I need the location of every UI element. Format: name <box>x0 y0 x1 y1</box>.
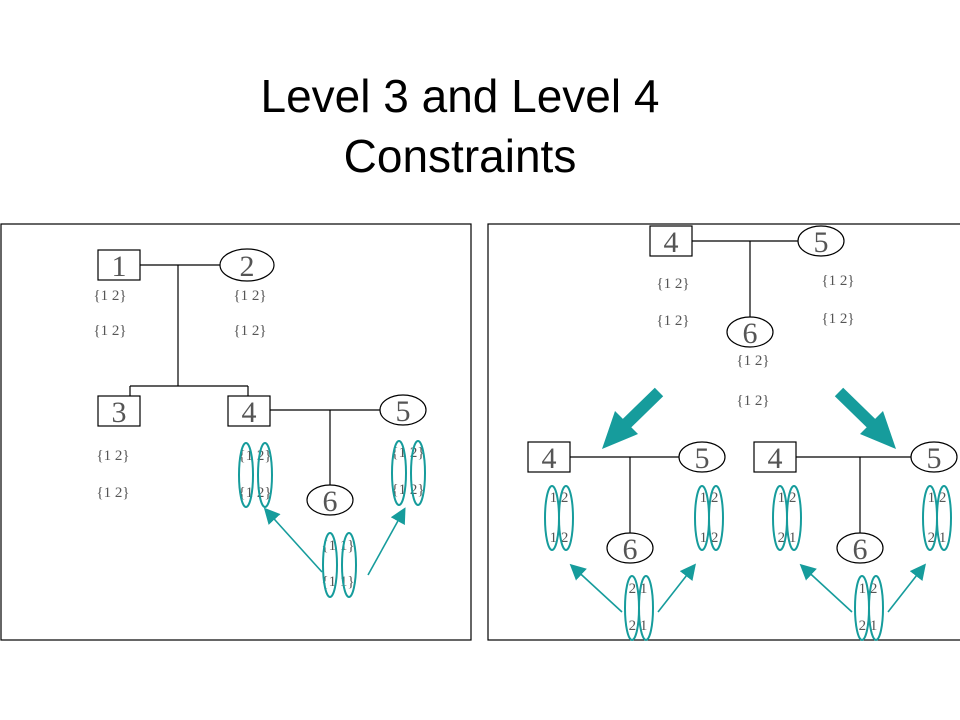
right-branch-node-4-label: 4 <box>768 442 783 475</box>
left-panel: 1 2 3 4 5 6 {1 2} {1 2} {1 2} {1 2} {1 2… <box>0 223 472 641</box>
left-branch-node-4-box <box>527 441 571 473</box>
left-highlights <box>238 440 426 598</box>
right-branch-arrows <box>799 563 926 613</box>
top-node-4-domain-a: {1 2} <box>656 276 689 292</box>
top-node-6-label: 6 <box>743 317 758 350</box>
right-branch-node-6-label: 6 <box>853 533 868 566</box>
left-branch-node-4-value-b: 1 2 <box>550 530 569 546</box>
node-5-label: 5 <box>396 395 411 428</box>
node-4-domain-b: {1 2} <box>238 485 271 501</box>
left-branch-node-5-value-a: 1 2 <box>700 490 719 506</box>
right-branch-node-5-value-b: 2 1 <box>928 530 947 546</box>
node-2-label: 2 <box>240 250 255 283</box>
left-branch-node-5-value-b: 1 2 <box>700 530 719 546</box>
branch-arrows <box>602 387 896 449</box>
right-branch-connectors <box>796 456 912 533</box>
right-branch-node-6-ellipse <box>836 532 884 564</box>
right-panel-frame <box>487 223 960 641</box>
right-branch-node-4-box <box>753 441 797 473</box>
node-5-domain-a: {1 2} <box>391 445 424 461</box>
node-6-label: 6 <box>323 485 338 518</box>
right-panel: 4 5 6 {1 2} {1 2} {1 2} {1 2} {1 2} {1 2… <box>487 223 960 641</box>
node-5-col1-highlight <box>391 440 407 506</box>
top-node-6-domain-b: {1 2} <box>736 393 769 409</box>
arrow-6-to-5 <box>367 507 406 576</box>
node-5-col2-highlight <box>410 440 426 506</box>
left-branch-node-4-value-a: 1 2 <box>550 490 569 506</box>
top-node-5-label: 5 <box>814 226 829 259</box>
top-node-4-box <box>649 225 693 257</box>
left-connectors <box>129 264 380 485</box>
left-branch-arrows <box>569 563 696 613</box>
title-line-2: Constraints <box>343 130 577 182</box>
top-node-6-ellipse <box>726 316 774 348</box>
big-arrow-right-head <box>860 411 896 449</box>
node-6-domain-b: {1 1} <box>321 574 354 590</box>
node-1-box <box>97 249 141 281</box>
node-1-domain-b: {1 2} <box>93 323 126 339</box>
slide-title: Level 3 and Level 4 Constraints <box>0 66 920 186</box>
right-branch-node-5-value-a: 1 2 <box>928 490 947 506</box>
node-2-domain-b: {1 2} <box>233 323 266 339</box>
node-3-label: 3 <box>112 396 127 429</box>
node-4-domain-a: {1 2} <box>238 448 271 464</box>
left-branch-highlights <box>544 485 724 641</box>
left-panel-frame <box>0 223 472 641</box>
left-branch-node-5-ellipse <box>678 441 726 473</box>
right-branch-node-4-value-b: 2 1 <box>778 530 797 546</box>
node-6-col1-highlight <box>322 532 338 598</box>
title-line-1: Level 3 and Level 4 <box>260 70 660 122</box>
node-6-ellipse <box>306 484 354 516</box>
top-connectors <box>692 240 800 318</box>
top-node-5-ellipse <box>797 225 845 257</box>
left-branch-node-6-label: 6 <box>623 533 638 566</box>
right-branch-node-4-value-a: 1 2 <box>778 490 797 506</box>
node-6-domain-a: {1 1} <box>321 538 354 554</box>
right-branch-highlights <box>772 485 952 641</box>
left-constraint-arrows <box>263 507 406 576</box>
top-node-6-domain-a: {1 2} <box>736 353 769 369</box>
node-5-domain-b: {1 2} <box>391 482 424 498</box>
node-2-ellipse <box>219 248 275 282</box>
left-branch-node-6-ellipse <box>606 532 654 564</box>
right-branch-node-5-ellipse <box>910 441 958 473</box>
node-1-label: 1 <box>112 250 127 283</box>
node-3-domain-a: {1 2} <box>96 448 129 464</box>
node-2-domain-a: {1 2} <box>233 288 266 304</box>
arrow-6-to-4 <box>263 507 323 573</box>
node-6-col2-highlight <box>341 532 357 598</box>
top-node-4-label: 4 <box>664 226 679 259</box>
node-1-domain-a: {1 2} <box>93 288 126 304</box>
node-5-ellipse <box>379 394 427 426</box>
node-3-domain-b: {1 2} <box>96 485 129 501</box>
node-4-box <box>227 395 271 427</box>
top-node-4-domain-b: {1 2} <box>656 313 689 329</box>
left-branch-connectors <box>570 456 680 533</box>
node-4-col1-highlight <box>238 442 254 508</box>
big-arrow-left-head <box>602 411 638 449</box>
top-node-5-domain-a: {1 2} <box>821 273 854 289</box>
node-4-col2-highlight <box>257 442 273 508</box>
left-branch-node-5-label: 5 <box>695 442 710 475</box>
node-3-box <box>97 395 141 427</box>
right-branch-node-5-label: 5 <box>927 442 942 475</box>
top-node-5-domain-b: {1 2} <box>821 311 854 327</box>
node-4-label: 4 <box>242 396 257 429</box>
left-branch-node-4-label: 4 <box>542 442 557 475</box>
